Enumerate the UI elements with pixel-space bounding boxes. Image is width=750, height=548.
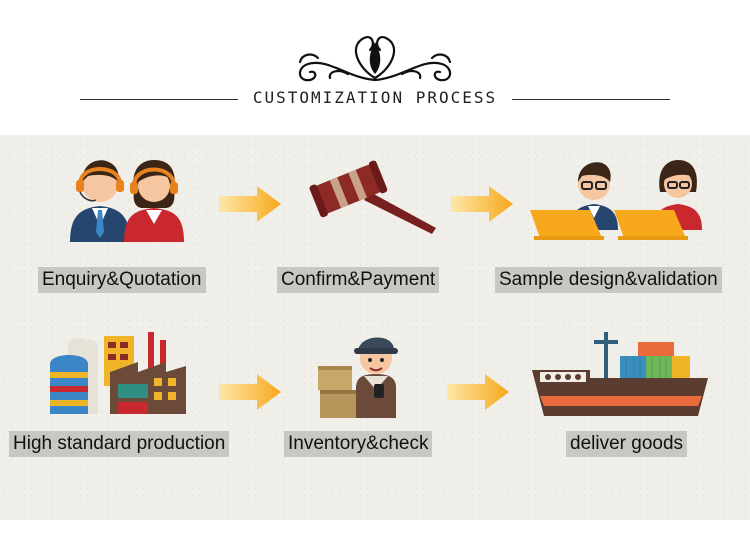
header: CUSTOMIZATION PROCESS	[0, 0, 750, 135]
step-label-enquiry: Enquiry&Quotation	[38, 267, 206, 293]
step-label-confirm: Confirm&Payment	[277, 267, 440, 293]
divider-left	[80, 99, 238, 100]
arrow-right-icon	[219, 186, 281, 222]
customer-service-icon	[70, 160, 184, 242]
step-label-inventory: Inventory&check	[284, 431, 433, 457]
page-title: CUSTOMIZATION PROCESS	[252, 88, 498, 107]
factory-icon	[50, 332, 186, 414]
step-label-sample-design: Sample design&validation	[495, 267, 722, 293]
step-label-deliver: deliver goods	[566, 431, 688, 457]
flourish-ornament-icon	[298, 36, 452, 82]
step-label-production: High standard production	[9, 431, 230, 457]
cargo-ship-icon	[532, 332, 708, 416]
arrow-right-icon	[447, 374, 509, 410]
arrow-right-icon	[451, 186, 513, 222]
gavel-icon	[309, 160, 436, 234]
arrow-right-icon	[219, 374, 281, 410]
warehouse-worker-icon	[318, 337, 398, 418]
designers-icon	[530, 160, 702, 240]
divider-right	[512, 99, 670, 100]
